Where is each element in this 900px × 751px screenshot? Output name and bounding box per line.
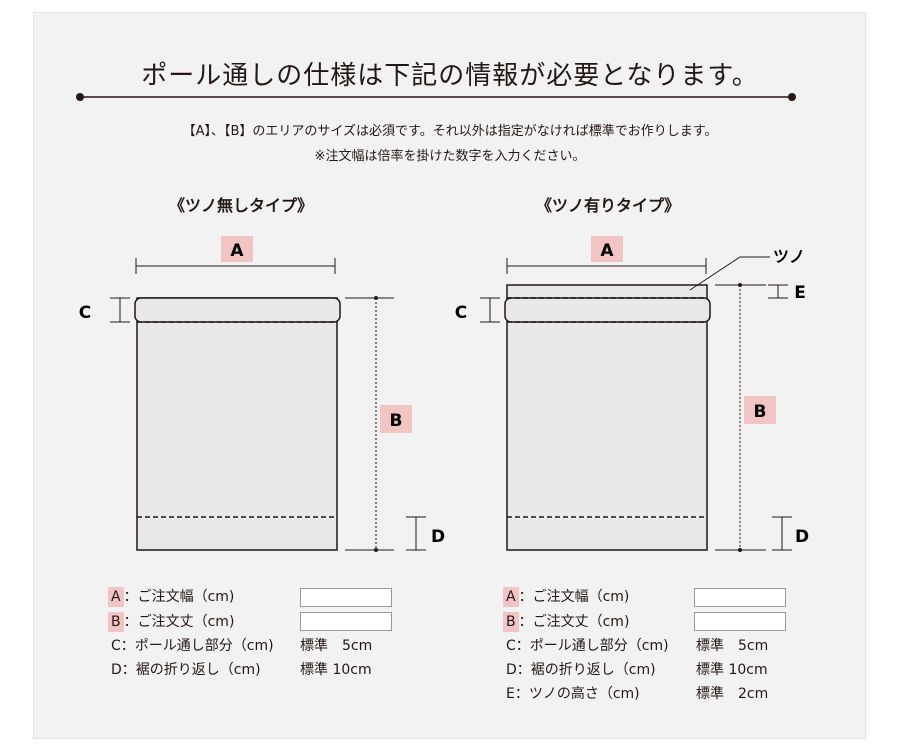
right-c-label: C bbox=[455, 303, 467, 323]
left-b-tag bbox=[380, 405, 412, 433]
left-spec-d-std: 標準 10cm bbox=[300, 662, 372, 678]
right-d-label: D bbox=[795, 527, 809, 547]
required-note: 【A】、【B】のエリアのサイズは必須です。それ以外は指定がなければ標準でお作りし… bbox=[182, 124, 718, 139]
right-b-dot-top bbox=[738, 283, 742, 287]
left-spec-b-text: ：ご注文丈（cm) bbox=[123, 614, 235, 630]
right-spec-b-code: B bbox=[503, 612, 519, 632]
left-pole-pocket bbox=[134, 297, 341, 323]
right-diagram-title: 《ツノ有りタイプ》 bbox=[535, 196, 680, 215]
left-spec-c-std: 標準 5cm bbox=[300, 638, 373, 654]
right-spec-c-std: 標準 5cm bbox=[696, 638, 769, 654]
left-spec-a-text: ：ご注文幅（cm) bbox=[123, 589, 235, 605]
right-length-input[interactable] bbox=[694, 612, 786, 631]
rule-dot-left bbox=[76, 93, 84, 101]
left-length-input[interactable] bbox=[300, 612, 392, 631]
right-a-label: A bbox=[600, 241, 614, 261]
left-width-input[interactable] bbox=[300, 588, 392, 607]
right-b-label: B bbox=[754, 402, 767, 422]
right-spec-c: C：ポール通し部分（cm) bbox=[506, 638, 669, 654]
left-diagram-title: 《ツノ無しタイプ》 bbox=[168, 196, 313, 215]
horn-label: ツノ bbox=[773, 247, 805, 266]
left-b-dot-bottom bbox=[374, 548, 378, 552]
left-diagram: A C B D bbox=[79, 236, 445, 552]
left-spec-b: B：ご注文丈（cm) bbox=[108, 612, 234, 632]
left-c-label: C bbox=[79, 303, 91, 323]
right-b-dot-bottom bbox=[738, 548, 742, 552]
left-b-dot-top bbox=[374, 296, 378, 300]
left-d-label: D bbox=[431, 527, 445, 547]
left-spec-d: D：裾の折り返し（cm) bbox=[111, 662, 261, 678]
left-curtain bbox=[136, 297, 338, 551]
right-curtain bbox=[506, 284, 708, 551]
page-title: ポール通しの仕様は下記の情報が必要となります。 bbox=[141, 61, 759, 91]
right-pole-pocket bbox=[504, 297, 711, 323]
left-b-label: B bbox=[390, 411, 403, 431]
right-a-tag bbox=[591, 236, 623, 262]
right-spec-b: B：ご注文丈（cm) bbox=[503, 612, 629, 632]
right-spec-a-text: ：ご注文幅（cm) bbox=[518, 589, 630, 605]
right-diagram: A ツノ C E B D bbox=[455, 236, 809, 552]
right-spec-e: E：ツノの高さ（cm) bbox=[506, 686, 640, 702]
right-e-label: E bbox=[794, 283, 806, 303]
left-spec-c: C：ポール通し部分（cm) bbox=[111, 638, 274, 654]
left-a-label: A bbox=[230, 241, 244, 261]
rule-dot-right bbox=[788, 93, 796, 101]
left-a-tag bbox=[221, 236, 253, 262]
right-spec-a-code: A bbox=[503, 587, 519, 607]
left-spec-a: A：ご注文幅（cm) bbox=[108, 587, 234, 607]
right-b-tag bbox=[744, 396, 776, 424]
right-spec-b-text: ：ご注文丈（cm) bbox=[518, 614, 630, 630]
right-spec-d: D：裾の折り返し（cm) bbox=[506, 662, 656, 678]
right-spec-e-std: 標準 2cm bbox=[696, 686, 769, 702]
right-spec-d-std: 標準 10cm bbox=[696, 662, 768, 678]
left-spec-a-code: A bbox=[108, 587, 124, 607]
right-spec-a: A：ご注文幅（cm) bbox=[503, 587, 629, 607]
left-spec-b-code: B bbox=[108, 612, 124, 632]
right-width-input[interactable] bbox=[694, 588, 786, 607]
width-note: ※注文幅は倍率を掛けた数字を入力ください。 bbox=[314, 149, 586, 164]
horn-leader bbox=[689, 256, 770, 291]
